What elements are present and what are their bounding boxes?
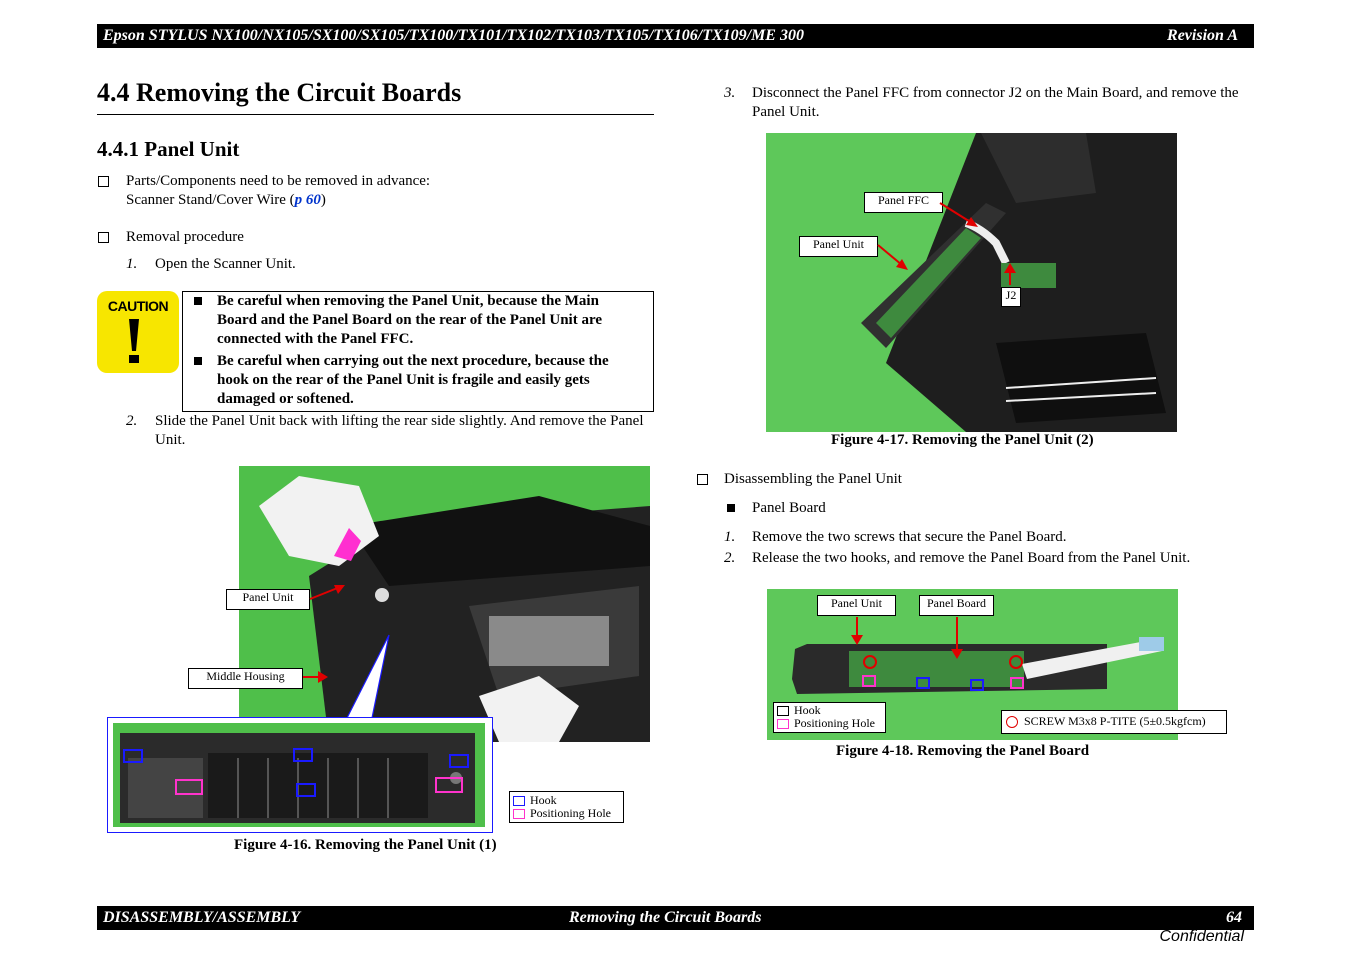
- footer-center: Removing the Circuit Boards: [569, 909, 762, 926]
- square-bullet-icon: [194, 357, 202, 365]
- label-j2: J2: [1001, 287, 1021, 307]
- printer-photo-illustration: [259, 476, 650, 742]
- prereq-item: Scanner Stand/Cover Wire (p 60): [126, 192, 326, 208]
- footer-bar: DISASSEMBLY/ASSEMBLY Removing the Circui…: [97, 906, 1254, 930]
- label-panel-ffc: Panel FFC: [864, 192, 943, 213]
- panel-rear-illustration: [113, 723, 485, 827]
- section-title: 4.4 Removing the Circuit Boards: [97, 78, 462, 107]
- step-text: Slide the Panel Unit back with lifting t…: [155, 413, 644, 448]
- legend-positioning-hole: Positioning Hole: [530, 806, 612, 820]
- legend-fig18: Hook Positioning Hole: [773, 702, 886, 733]
- header-title: Epson STYLUS NX100/NX105/SX100/SX105/TX1…: [103, 27, 804, 44]
- step-number: 1.: [724, 529, 736, 545]
- caution-badge: CAUTION: [97, 291, 179, 373]
- page-number: 64: [1226, 909, 1242, 926]
- hook-swatch-icon: [777, 706, 789, 717]
- red-arrows: [877, 202, 1016, 285]
- inset-photo: [107, 717, 493, 833]
- checkbox-bullet: [98, 232, 109, 243]
- step-number: 2.: [724, 550, 736, 566]
- checkbox-bullet: [98, 176, 109, 187]
- screw-label: SCREW M3x8 P-TITE (5±0.5kgfcm): [1024, 714, 1206, 728]
- step-text: Remove the two screws that secure the Pa…: [752, 529, 1067, 545]
- square-bullet-icon: [727, 504, 735, 512]
- subsection-title: 4.4.1 Panel Unit: [97, 137, 240, 161]
- label-middle-housing: Middle Housing: [188, 668, 303, 689]
- header-revision: Revision A: [1167, 27, 1238, 44]
- step-text: Disconnect the Panel FFC from connector …: [752, 85, 1239, 120]
- screw-legend: SCREW M3x8 P-TITE (5±0.5kgfcm): [1001, 710, 1227, 734]
- step-text: Release the two hooks, and remove the Pa…: [752, 550, 1191, 566]
- label-panel-board: Panel Board: [919, 595, 994, 616]
- confidential-label: Confidential: [1159, 928, 1245, 945]
- red-arrows: [303, 585, 345, 683]
- prereq-link[interactable]: p 60: [294, 192, 321, 208]
- title-rule: [97, 114, 654, 115]
- label-panel-unit: Panel Unit: [799, 236, 878, 257]
- positioning-hole-swatch-icon: [777, 719, 789, 730]
- figure-16-caption: Figure 4-16. Removing the Panel Unit (1): [234, 837, 497, 853]
- printer-open-illustration: [861, 133, 1177, 432]
- disassemble-label: Disassembling the Panel Unit: [724, 471, 902, 487]
- exclamation-dot-icon: [129, 355, 139, 363]
- hook-swatch-icon: [513, 796, 525, 807]
- exclamation-icon: [129, 319, 139, 351]
- caution-text-2: Be careful when carrying out the next pr…: [217, 353, 609, 407]
- caution-label: CAUTION: [107, 298, 169, 314]
- legend-hook: Hook: [530, 793, 557, 807]
- footer-left: DISASSEMBLY/ASSEMBLY: [103, 909, 301, 926]
- label-panel-unit: Panel Unit: [226, 589, 310, 610]
- legend-fig16: Hook Positioning Hole: [509, 791, 624, 823]
- panel-board-heading: Panel Board: [752, 500, 826, 516]
- legend-positioning-hole: Positioning Hole: [794, 716, 876, 730]
- figure-18-caption: Figure 4-18. Removing the Panel Board: [836, 743, 1090, 759]
- caution-box: Be careful when removing the Panel Unit,…: [182, 291, 654, 412]
- positioning-hole-swatch-icon: [513, 809, 525, 820]
- caution-text-1: Be careful when removing the Panel Unit,…: [217, 293, 602, 347]
- checkbox-bullet: [697, 474, 708, 485]
- figure-17-photo: [766, 133, 1177, 432]
- panel-board-illustration: [792, 617, 1164, 694]
- step-text: Open the Scanner Unit.: [155, 256, 296, 272]
- step-number: 1.: [126, 256, 138, 272]
- step-number: 2.: [126, 413, 138, 429]
- label-panel-unit: Panel Unit: [817, 595, 896, 616]
- square-bullet-icon: [194, 297, 202, 305]
- screw-circle-icon: [1006, 716, 1018, 729]
- figure-17-caption: Figure 4-17. Removing the Panel Unit (2): [831, 432, 1094, 448]
- step-number: 3.: [724, 85, 736, 101]
- prereq-label: Parts/Components need to be removed in a…: [126, 173, 431, 189]
- legend-hook: Hook: [794, 703, 821, 717]
- header-bar: Epson STYLUS NX100/NX105/SX100/SX105/TX1…: [97, 24, 1254, 48]
- removal-label: Removal procedure: [126, 229, 244, 245]
- figure-16-photo: [239, 466, 650, 742]
